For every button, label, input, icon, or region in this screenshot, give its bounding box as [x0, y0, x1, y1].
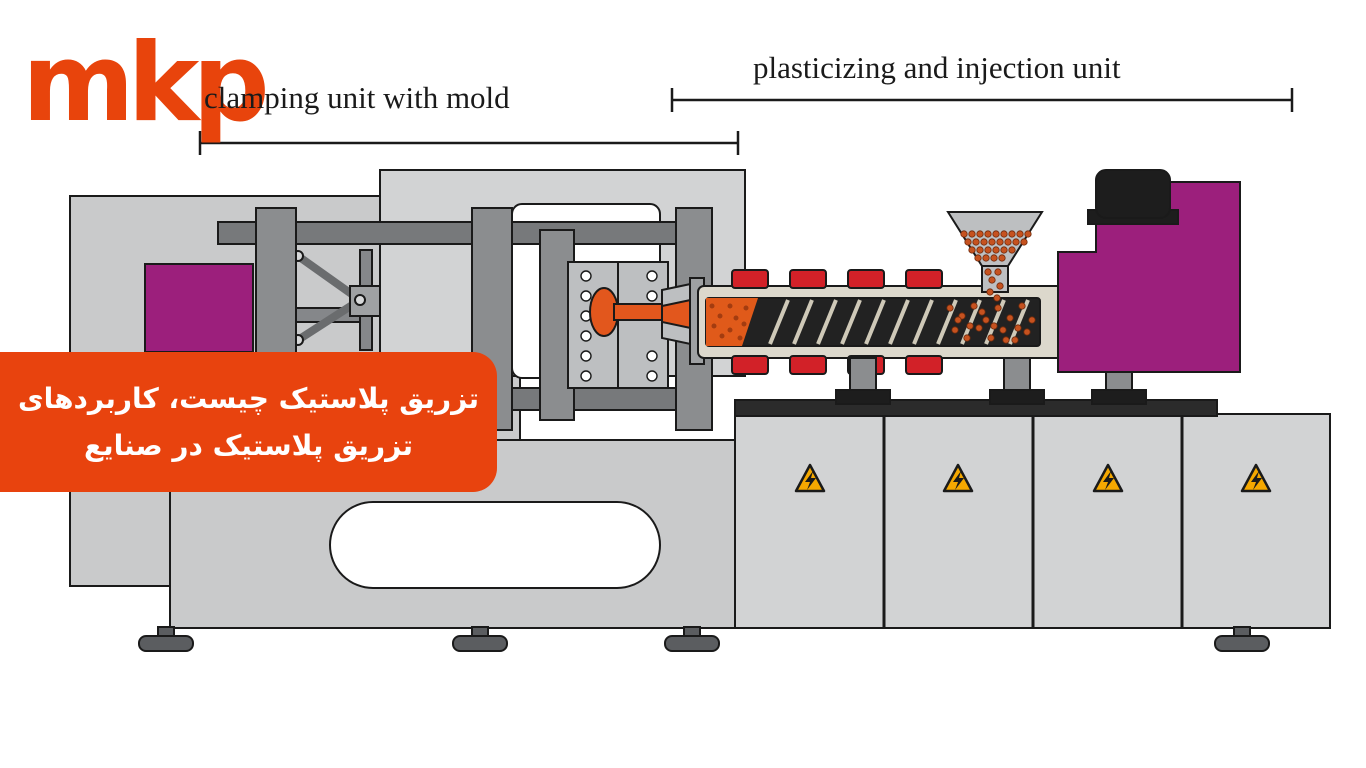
- mkp-logo: mkp: [22, 21, 270, 146]
- injection-housing: [1057, 181, 1241, 373]
- injection-unit-label: plasticizing and injection unit: [753, 50, 1121, 85]
- machine-foot: [138, 626, 194, 652]
- banner-line-1: تزریق پلاستیک چیست، کاربردهای: [17, 382, 480, 415]
- title-banner: تزریق پلاستیک چیست، کاربردهای تزریق پلاس…: [0, 352, 497, 492]
- hopper: [946, 211, 1044, 302]
- electrical-cabinet: [734, 399, 1331, 629]
- injection-barrel: [697, 285, 1067, 359]
- motor: [1087, 169, 1179, 225]
- machine-foot: [664, 626, 720, 652]
- machine-foot: [1214, 626, 1270, 652]
- pellets-in-barrel: [946, 302, 1036, 344]
- base-cutout: [329, 501, 661, 589]
- toggle-mechanism: [292, 249, 381, 351]
- machine-foot: [452, 626, 508, 652]
- clamping-unit-label: clamping unit with mold: [204, 80, 510, 115]
- banner-line-2: تزریق پلاستیک در صنایع: [83, 429, 413, 462]
- clamp-drive-block: [144, 263, 254, 353]
- pellets-in-hopper: [960, 230, 1032, 302]
- dimension-lines: [198, 88, 1294, 155]
- mold: [567, 261, 669, 389]
